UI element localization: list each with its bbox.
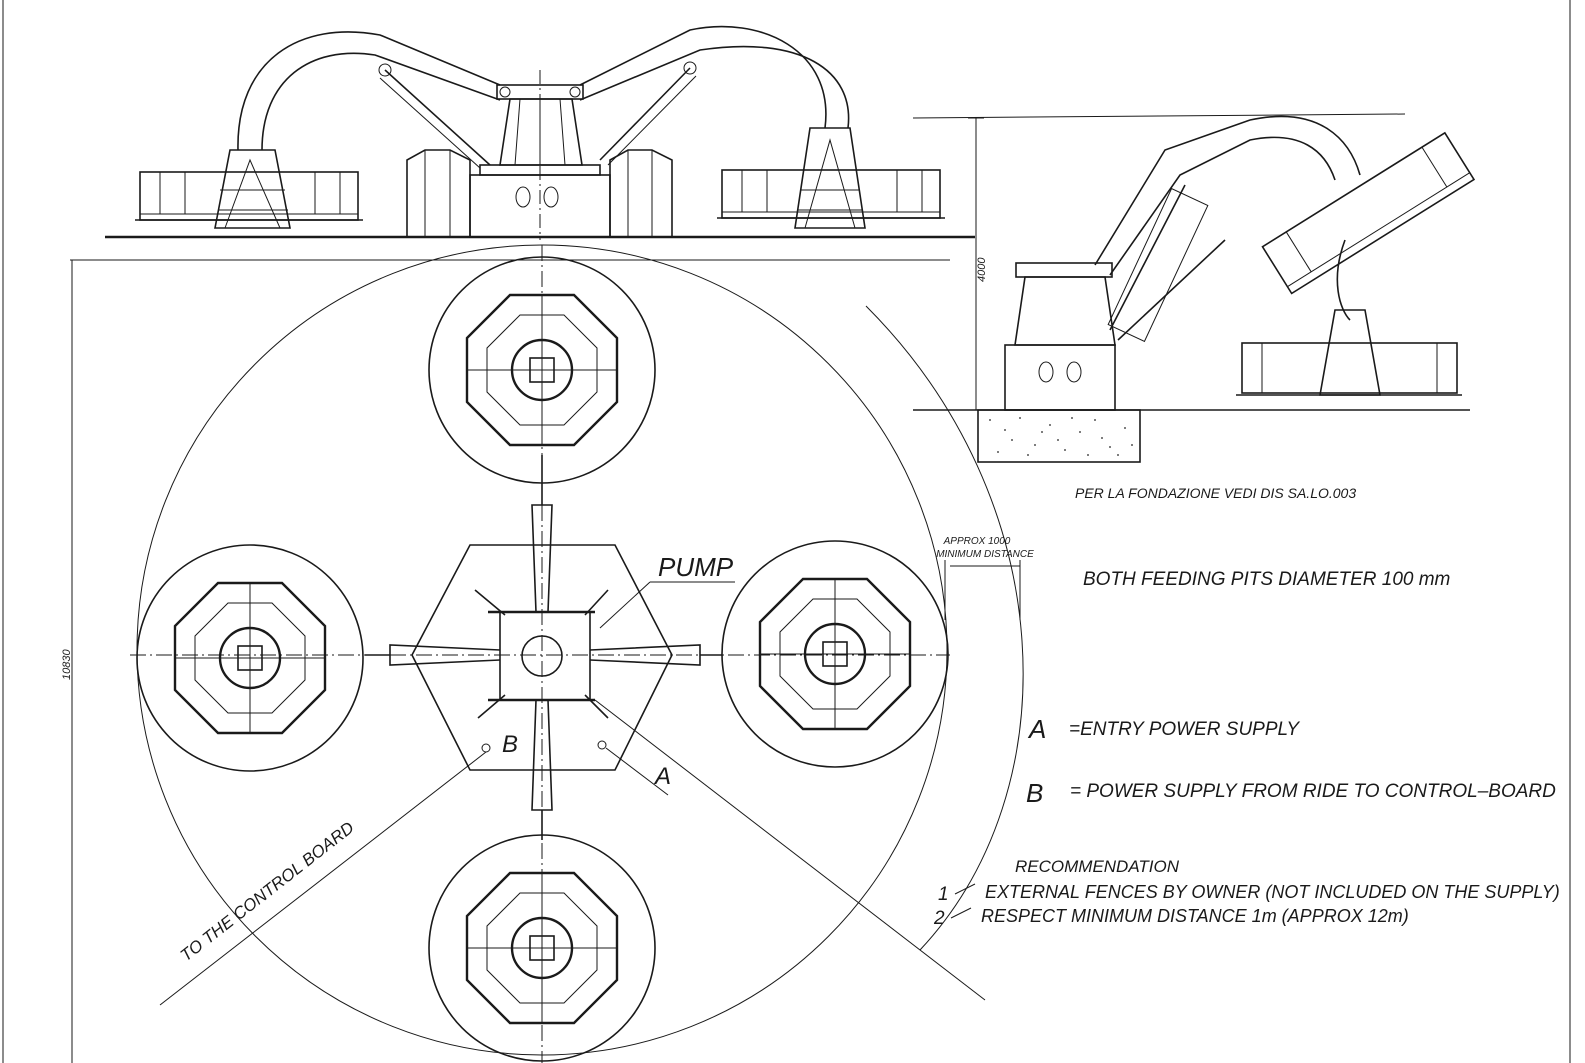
- recommendation-item-2: RESPECT MINIMUM DISTANCE 1m (APPROX 12m): [981, 906, 1409, 926]
- point-b-label: B: [502, 731, 518, 758]
- gondola-east: [721, 540, 949, 768]
- top-reference-line: [912, 113, 1406, 119]
- minimum-distance-label: MINIMUM DISTANCE: [936, 549, 1034, 560]
- point-a-marker: [597, 740, 607, 750]
- diameter-dimension-value: 10830: [61, 649, 73, 680]
- recommendation-num-1: 1: [938, 884, 949, 905]
- right-arm-tower: [794, 127, 866, 229]
- left-platform: [139, 171, 359, 221]
- foundation-note: PER LA FONDAZIONE VEDI DIS SA.LO.003: [1075, 485, 1356, 501]
- right-housing: [609, 149, 673, 237]
- approx-distance-label: APPROX 1000: [943, 536, 1011, 547]
- minimum-distance-arc: [865, 305, 1024, 951]
- legend-key-b: B: [1026, 778, 1043, 808]
- right-platform: [721, 169, 941, 219]
- right-arm: [579, 25, 827, 129]
- gondola-south: [428, 834, 656, 1062]
- gondola-west: [136, 544, 364, 772]
- plan-view: [70, 244, 1024, 1063]
- feeding-pits-note: BOTH FEEDING PITS DIAMETER 100 mm: [1083, 569, 1450, 590]
- gondola-north: [428, 256, 656, 484]
- point-a-label: A: [653, 763, 671, 790]
- control-board-label: TO THE CONTROL BOARD: [177, 818, 358, 965]
- side-lower-platform: [1241, 342, 1458, 394]
- recommendation-item-1: EXTERNAL FENCES BY OWNER (NOT INCLUDED O…: [985, 882, 1560, 902]
- front-elevation-view: [105, 25, 975, 240]
- legend-text-b: = POWER SUPPLY FROM RIDE TO CONTROL–BOAR…: [1070, 781, 1556, 802]
- left-housing: [406, 149, 471, 237]
- legend-text-a: =ENTRY POWER SUPPLY: [1069, 719, 1300, 740]
- point-b-marker: [481, 743, 491, 753]
- recommendation-title: RECOMMENDATION: [1015, 857, 1180, 876]
- central-hexagon-platform: [411, 544, 673, 771]
- side-central-base: [1004, 344, 1116, 411]
- side-right-tower: [1319, 309, 1381, 396]
- central-hub-plan: [499, 611, 591, 701]
- side-central-column: [1014, 276, 1116, 346]
- height-dimension-value: 4000: [976, 257, 988, 282]
- side-elevation-view: [912, 113, 1476, 463]
- control-board-leader: [159, 751, 487, 1006]
- left-arm-tower: [214, 149, 291, 229]
- legend-key-a: A: [1027, 714, 1046, 744]
- recommendation-num-2: 2: [933, 908, 945, 929]
- pump-label: PUMP: [658, 552, 734, 582]
- foundation-block: [977, 409, 1141, 463]
- left-arm: [237, 31, 501, 151]
- tilted-platform: [1261, 131, 1476, 295]
- central-column: [499, 98, 583, 166]
- side-raised-arm: [1094, 115, 1361, 266]
